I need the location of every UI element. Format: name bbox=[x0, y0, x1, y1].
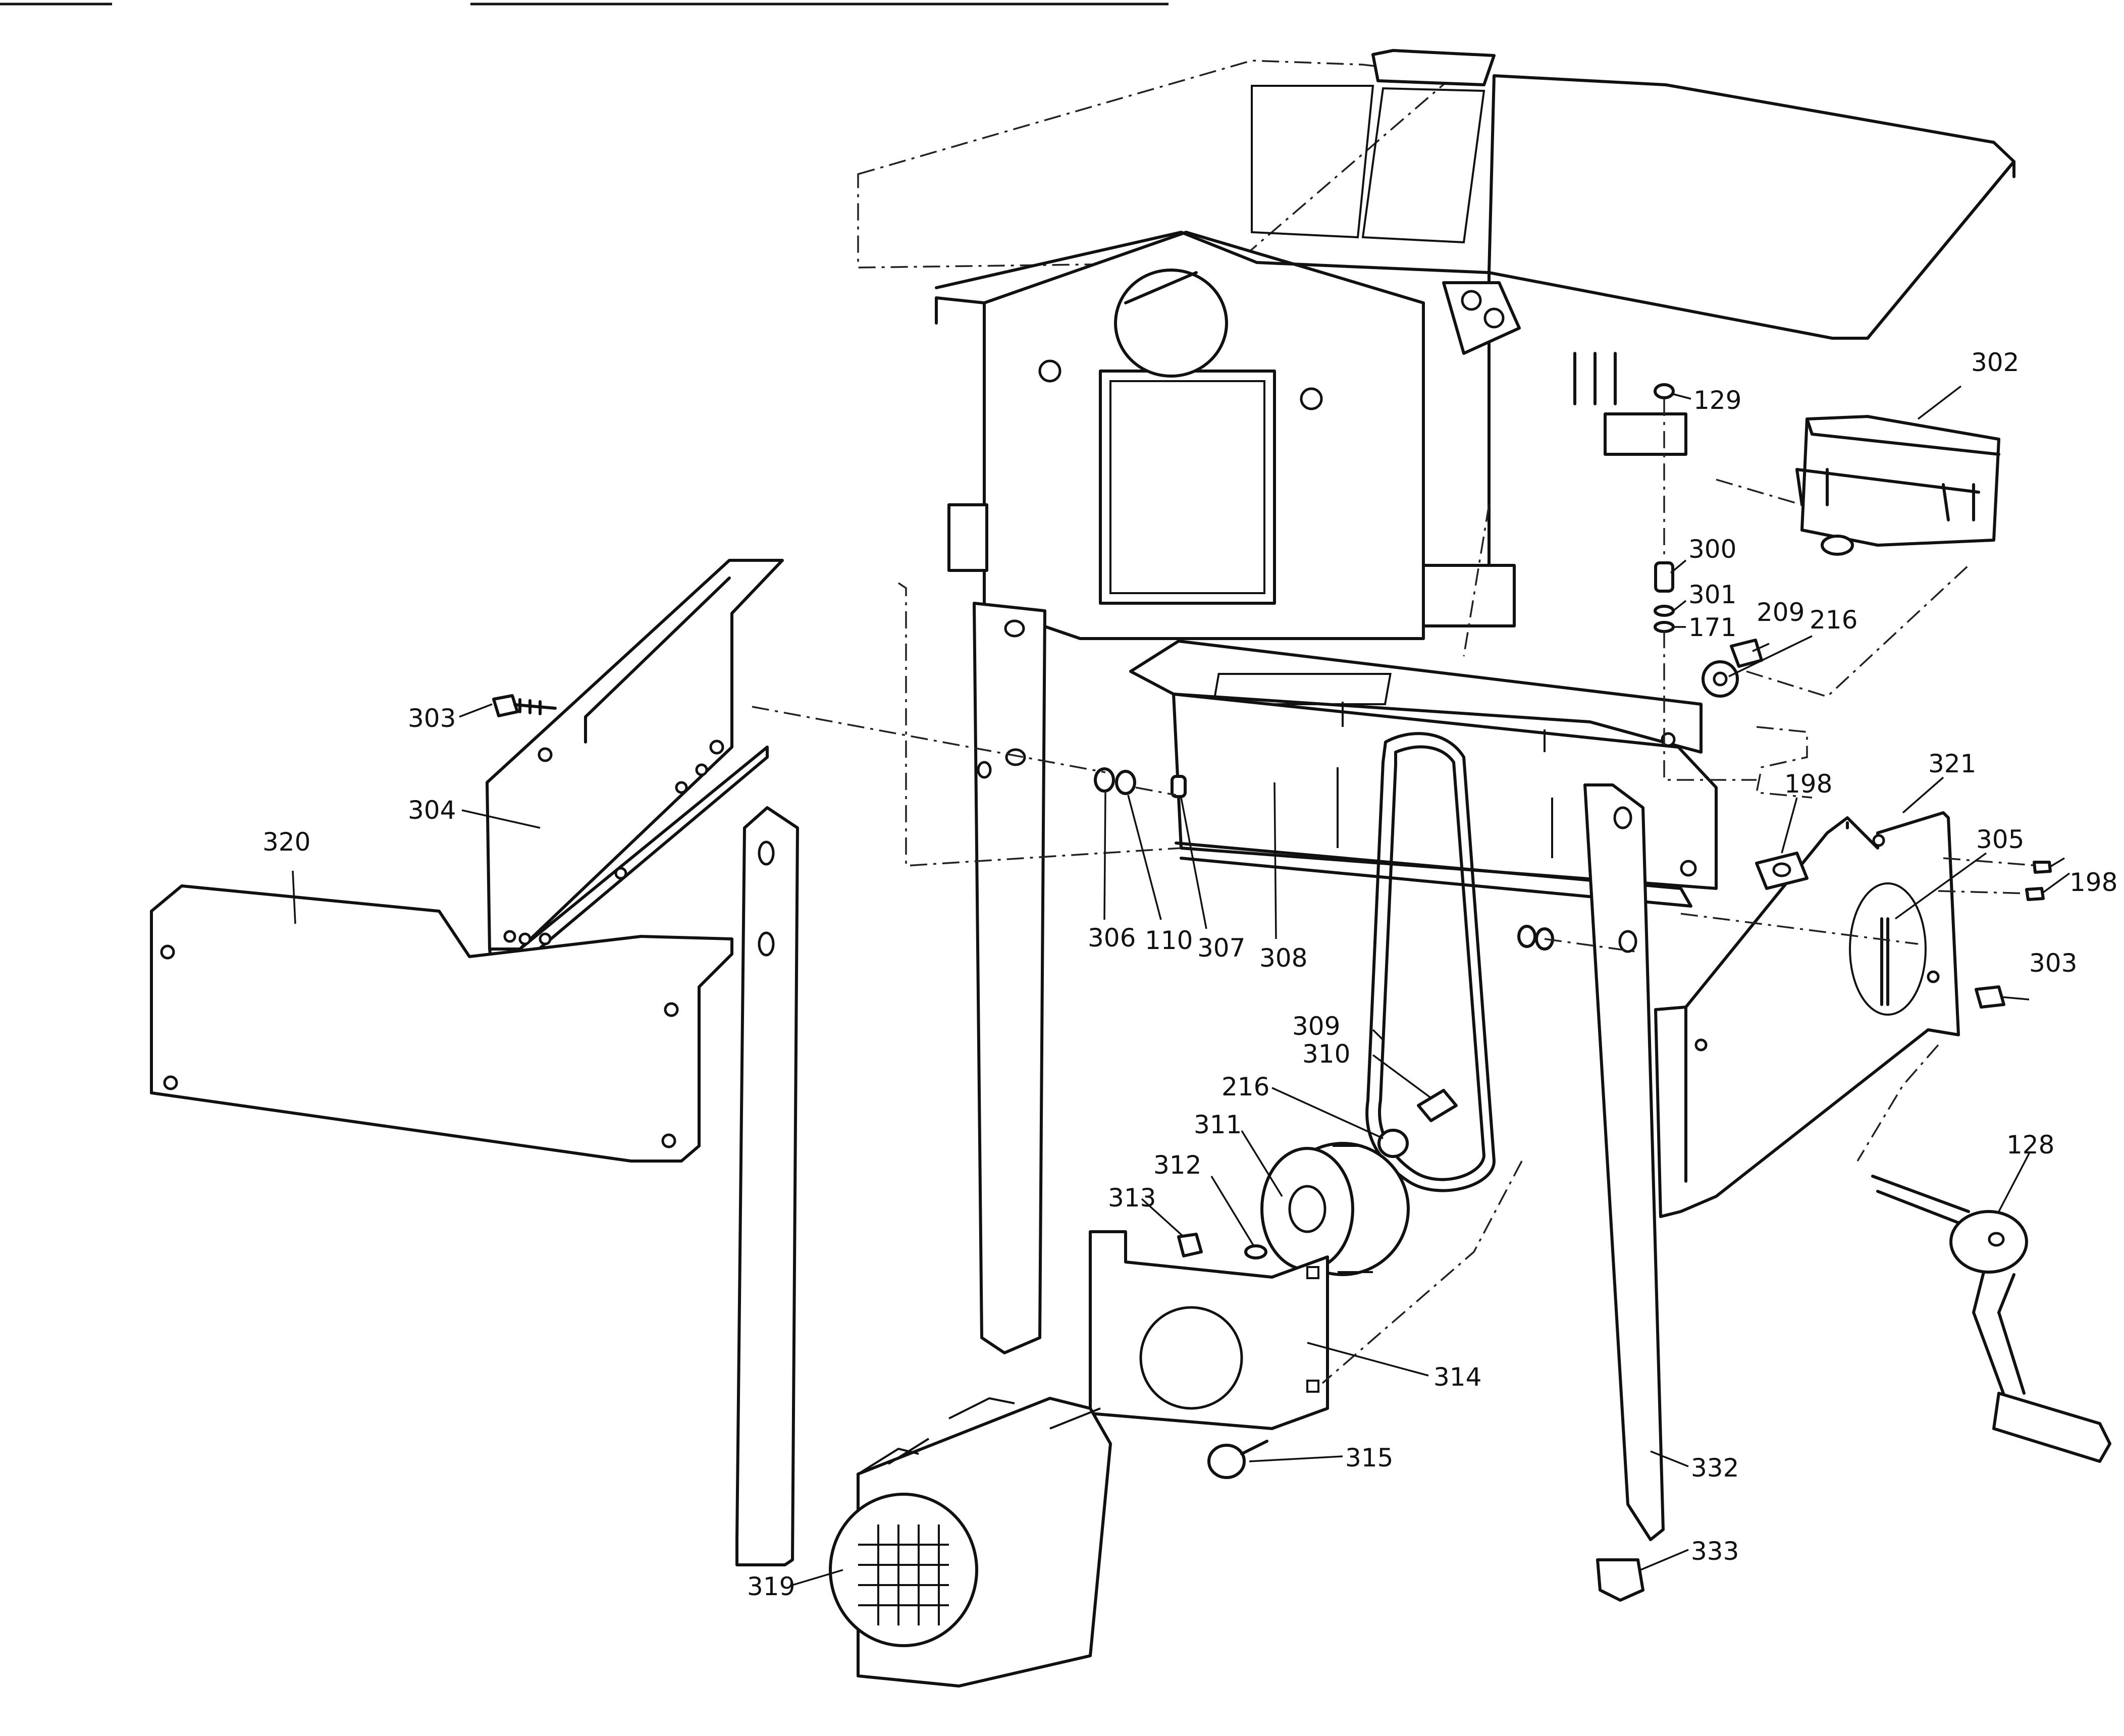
leader-lines bbox=[292, 385, 2070, 1586]
callout-310: 310 bbox=[1302, 1039, 1350, 1069]
leg-left-front bbox=[735, 806, 799, 1566]
callout-198-right: 198 bbox=[2069, 868, 2117, 897]
foot-cap-333 bbox=[1596, 1558, 1644, 1602]
callout-302: 302 bbox=[1971, 348, 2019, 377]
bolt-303-left bbox=[492, 694, 557, 717]
leg-left-rear bbox=[973, 602, 1046, 1354]
callout-312: 312 bbox=[1153, 1150, 1201, 1180]
callout-303-left: 303 bbox=[408, 704, 456, 733]
washers-306-110 bbox=[1094, 767, 1554, 951]
callout-110: 110 bbox=[1145, 926, 1193, 955]
end-cover-321 bbox=[1654, 811, 1960, 1218]
leg-right-332 bbox=[1583, 783, 1665, 1541]
callout-320: 320 bbox=[262, 827, 310, 857]
assembly-lines bbox=[752, 399, 2040, 1384]
callout-303-right: 303 bbox=[2029, 949, 2077, 978]
pulley-311 bbox=[1260, 1142, 1410, 1276]
callout-321: 321 bbox=[1928, 749, 1976, 778]
callout-129: 129 bbox=[1693, 386, 1741, 415]
motor-mount-panel-308 bbox=[1129, 640, 1718, 908]
callout-198-top: 198 bbox=[1784, 769, 1832, 799]
callout-314: 314 bbox=[1433, 1362, 1481, 1392]
callout-171: 171 bbox=[1688, 613, 1736, 642]
callout-311: 311 bbox=[1194, 1110, 1242, 1139]
motor-319 bbox=[829, 1397, 1112, 1688]
callout-305: 305 bbox=[1976, 825, 2024, 854]
callout-308: 308 bbox=[1259, 943, 1307, 973]
bolt-307 bbox=[1171, 775, 1187, 798]
callout-332: 332 bbox=[1691, 1453, 1739, 1483]
nut-and-washer-209-216 bbox=[1702, 639, 1763, 698]
v-belt-309 bbox=[1365, 732, 1496, 1192]
callout-313: 313 bbox=[1108, 1183, 1156, 1213]
switch-box-302 bbox=[1795, 415, 2000, 556]
callout-209: 209 bbox=[1757, 598, 1804, 627]
fastener-stack bbox=[1654, 383, 1675, 633]
motor-bracket-314 bbox=[1089, 1230, 1329, 1430]
callout-304: 304 bbox=[408, 796, 456, 825]
planer-top-assembly bbox=[857, 49, 2015, 640]
callout-300: 300 bbox=[1688, 535, 1736, 564]
callout-319: 319 bbox=[747, 1572, 795, 1601]
callout-216-lower: 216 bbox=[1222, 1072, 1269, 1101]
channel-bracket-304 bbox=[486, 559, 784, 971]
bolt-315 bbox=[1207, 1440, 1268, 1479]
callout-333: 333 bbox=[1691, 1537, 1739, 1566]
callout-301: 301 bbox=[1688, 580, 1736, 609]
screw-310-washer-216 bbox=[1377, 1089, 1458, 1158]
key-312-screw-313 bbox=[1177, 1233, 1267, 1259]
fasteners-right bbox=[1755, 852, 2052, 1009]
side-cover-320 bbox=[150, 884, 733, 1163]
callout-216-top: 216 bbox=[1810, 605, 1857, 635]
callout-309: 309 bbox=[1292, 1012, 1340, 1041]
crank-handle-128 bbox=[1871, 1175, 2111, 1463]
callout-307: 307 bbox=[1197, 933, 1245, 963]
callout-128: 128 bbox=[2006, 1130, 2054, 1160]
callout-306: 306 bbox=[1088, 923, 1136, 953]
callout-labels: 302 129 300 301 171 209 216 303 304 320 … bbox=[262, 348, 2117, 1601]
callout-315: 315 bbox=[1345, 1443, 1393, 1472]
